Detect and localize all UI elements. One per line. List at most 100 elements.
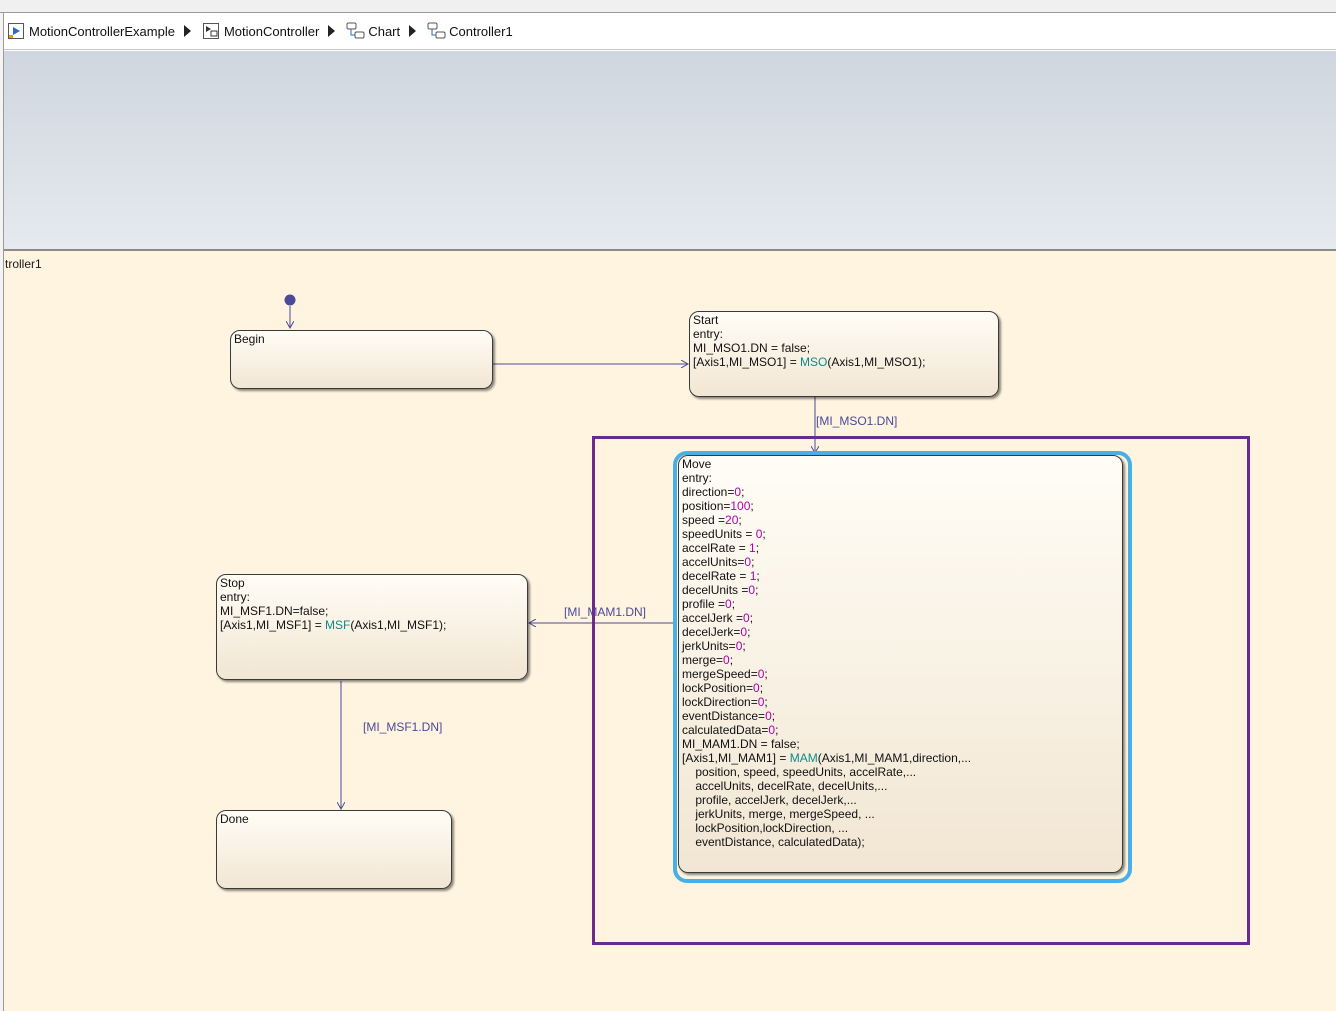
code-text: ; [741,485,745,499]
code-text: accelRate = [682,541,750,555]
code-text: ; [751,555,755,569]
code-text: ; [759,681,764,695]
state-action-line: lockPosition,lockDirection, ... [682,821,1119,835]
code-text: profile, accelJerk, decelJerk,... [682,793,857,807]
breadcrumb-arrow-icon [328,25,336,37]
code-text: ; [756,569,760,583]
breadcrumb: MotionControllerExample MotionController… [4,13,1336,50]
code-text: merge= [682,653,724,667]
breadcrumb-item-model[interactable]: MotionControllerExample [4,19,178,43]
code-text: ; [764,667,768,681]
state-action-line: jerkUnits, merge, mergeSpeed, ... [682,807,1119,821]
state-action-line: decelRate = 1; [682,569,1119,583]
state-action-line: speedUnits = 0; [682,527,1119,541]
chart-icon [346,22,365,40]
code-text: ; [738,513,742,527]
state-action-line: decelUnits =0; [682,583,1119,597]
state-action-line: merge=0; [682,653,1119,667]
state-start[interactable]: Start entry:MI_MSO1.DN = false;[Axis1,MI… [689,311,999,397]
code-text: (Axis1,MI_MAM1,direction,... [817,751,972,765]
state-action-line: accelUnits=0; [682,555,1119,569]
transition-label-start-to-move[interactable]: [MI_MSO1.DN] [816,414,898,428]
code-text: profile = [682,597,726,611]
code-text: lockPosition= [682,681,754,695]
code-text: MI_MSO1.DN = false; [693,341,811,355]
code-text: MI_MAM1.DN = false; [682,737,800,751]
window-top-strip [0,0,1336,13]
state-begin[interactable]: Begin [230,330,493,389]
code-text: decelJerk= [682,625,741,639]
code-text: ; [755,583,759,597]
state-action-line: profile =0; [682,597,1119,611]
code-text: MI_MSF1.DN=false; [220,604,329,618]
code-text: ; [775,723,779,737]
numeric-literal: 0 [757,695,765,709]
state-highlight [673,451,1132,883]
breadcrumb-item-chart[interactable]: Chart [343,19,403,43]
state-action-line: MI_MSO1.DN = false; [693,341,995,355]
state-action-line: MI_MAM1.DN = false; [682,737,1119,751]
code-text: ; [771,709,776,723]
state-action-line: position=100; [682,499,1119,513]
transition-label-move-to-stop[interactable]: [MI_MAM1.DN] [564,605,647,619]
code-text: accelUnits= [682,555,745,569]
function-call: MAM [789,751,818,765]
numeric-literal: 0 [725,597,732,611]
code-text: [Axis1,MI_MAM1] = [682,751,790,765]
numeric-literal: 0 [743,611,750,625]
state-action-line: accelUnits, decelRate, decelUnits,... [682,779,1119,793]
state-title: Start [693,313,719,327]
code-text: ; [764,695,768,709]
state-action-line: eventDistance, calculatedData); [682,835,1119,849]
state-action-line: MI_MSF1.DN=false; [220,604,524,618]
state-title: Stop [220,576,245,590]
state-action-line: entry: [220,590,524,604]
state-title: Begin [234,332,265,346]
code-text: jerkUnits, merge, mergeSpeed, ... [682,807,875,821]
state-action-line: speed =20; [682,513,1119,527]
code-text: [Axis1,MI_MSF1] = [220,618,326,632]
state-action-line: [Axis1,MI_MSF1] = MSF(Axis1,MI_MSF1); [220,618,524,632]
code-text: ; [742,639,746,653]
state-action-line: lockPosition=0; [682,681,1119,695]
code-text: decelRate = [682,569,750,583]
transition-label-stop-to-done[interactable]: [MI_MSF1.DN] [363,720,443,734]
numeric-literal: 20 [725,513,739,527]
state-action-line: direction=0; [682,485,1119,499]
breadcrumb-item-controller[interactable]: Controller1 [424,19,516,43]
code-text: decelUnits = [682,583,749,597]
state-action-line: position, speed, speedUnits, accelRate,.… [682,765,1119,779]
code-text: direction= [682,485,735,499]
code-text: ; [729,653,734,667]
state-move[interactable]: Move entry:direction=0;position=100;spee… [678,455,1123,873]
breadcrumb-arrow-icon [183,25,191,37]
breadcrumb-label: Chart [368,23,401,39]
code-text: accelUnits, decelRate, decelUnits,... [682,779,888,793]
code-text: ; [747,625,751,639]
state-action-line: decelJerk=0; [682,625,1119,639]
state-title: Done [220,812,249,826]
numeric-literal: 1 [749,569,757,583]
numeric-literal: 0 [748,583,756,597]
state-action-line: entry: [682,471,1119,485]
code-text: speed = [682,513,726,527]
state-title: Move [682,457,712,471]
state-action-line: eventDistance=0; [682,709,1119,723]
function-call: MSF [325,618,351,632]
selection-rectangle [592,436,1250,945]
state-action-line: jerkUnits=0; [682,639,1119,653]
numeric-literal: 0 [723,653,730,667]
state-action-line: profile, accelJerk, decelJerk,... [682,793,1119,807]
breadcrumb-item-subsystem[interactable]: MotionController [199,19,322,43]
numeric-literal: 100 [730,499,751,513]
numeric-literal: 0 [744,555,752,569]
state-done[interactable]: Done [216,810,452,889]
code-text: ; [731,597,736,611]
state-action-line: mergeSpeed=0; [682,667,1119,681]
code-text: entry: [693,327,724,341]
chart-name-label: troller1 [5,257,42,271]
breadcrumb-label: MotionControllerExample [29,23,175,39]
code-text: ; [749,611,754,625]
state-stop[interactable]: Stop entry:MI_MSF1.DN=false;[Axis1,MI_MS… [216,574,528,680]
code-text: mergeSpeed= [682,667,758,681]
